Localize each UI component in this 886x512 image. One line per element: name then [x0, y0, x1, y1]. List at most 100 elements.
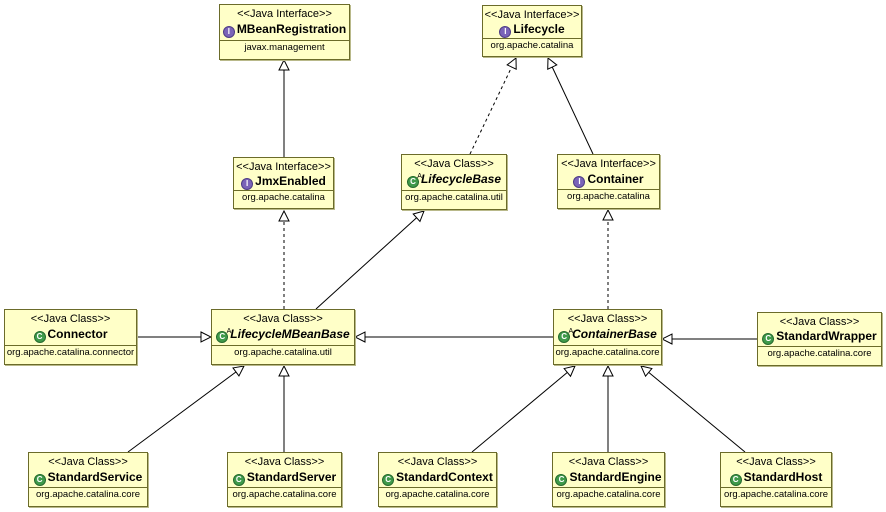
name-row: C StandardEngine [553, 470, 664, 486]
package-label: org.apache.catalina.core [35, 489, 141, 500]
generalization-arrow-standardservice-to-lifecyclembeanbase [127, 366, 244, 453]
class-name: ContainerBase [572, 327, 657, 341]
package-label: org.apache.catalina.core [723, 489, 829, 500]
abstract-mark: A [226, 328, 232, 335]
generalization-arrow-lifecyclembeanbase-to-lifecyclebase [315, 211, 424, 310]
compartment-divider [5, 345, 136, 346]
class-icon: C [382, 474, 395, 486]
package-label: org.apache.catalina.util [234, 347, 332, 358]
icon-letter: C [385, 475, 392, 484]
icon-letter: C [765, 334, 772, 343]
class-name: Lifecycle [513, 22, 565, 36]
stereotype-label: <<Java Interface>> [484, 9, 580, 21]
class-icon: C [555, 474, 568, 486]
generalization-arrow-container-to-lifecycle [548, 58, 594, 155]
node-jmxenabled[interactable]: <<Java Interface>> I JmxEnabled org.apache.… [233, 157, 334, 209]
class-name: Connector [47, 327, 108, 341]
icon-letter: C [235, 475, 242, 484]
name-row: C StandardWrapper [758, 329, 881, 345]
package-label: org.apache.catalina [490, 40, 574, 51]
node-connector[interactable]: <<Java Class>> C Connector org.apache.catal… [4, 309, 137, 365]
stereotype-label: <<Java Class>> [48, 456, 128, 468]
abstract-mark: A [568, 328, 574, 335]
icon-letter: I [246, 179, 249, 188]
stereotype-label: <<Java Class>> [244, 456, 325, 468]
icon-letter: C [561, 332, 568, 341]
package-label: org.apache.catalina.core [232, 489, 337, 500]
class-icon: C [762, 333, 775, 345]
generalization-arrow-standardhost-to-containerbase [641, 366, 746, 453]
class-icon: C [232, 474, 245, 486]
stereotype-label: <<Java Class>> [397, 456, 478, 468]
compartment-divider [29, 487, 147, 488]
interface-icon: I [241, 178, 254, 190]
class-name: StandardEngine [569, 470, 662, 484]
icon-letter: C [558, 475, 565, 484]
name-row: C StandardServer [228, 470, 341, 486]
compartment-divider [553, 487, 664, 488]
name-row: I MBeanRegistration [220, 22, 349, 38]
realization-arrow-lifecyclebase-to-lifecycle [469, 58, 516, 155]
package-label: org.apache.catalina.core [767, 348, 872, 359]
icon-letter: C [36, 332, 43, 341]
class-name: StandardHost [743, 470, 823, 484]
icon-letter: C [732, 475, 739, 484]
name-row: C Connector [5, 327, 136, 343]
package-label: org.apache.catalina.connector [6, 347, 135, 358]
stereotype-label: <<Java Interface>> [561, 158, 656, 170]
package-label: org.apache.catalina.util [405, 192, 503, 203]
class-name: MBeanRegistration [236, 22, 347, 36]
class-name: LifecycleMBeanBase [230, 327, 350, 341]
package-label: org.apache.catalina.core [385, 489, 490, 500]
generalization-arrow-standardcontext-to-containerbase [471, 366, 575, 453]
class-name: StandardWrapper [776, 329, 877, 343]
icon-letter: I [227, 27, 230, 36]
package-label: org.apache.catalina.core [555, 347, 660, 358]
package-label: org.apache.catalina [567, 191, 650, 202]
stereotype-label: <<Java Class>> [568, 456, 649, 468]
stereotype-label: <<Java Class>> [736, 456, 816, 468]
icon-letter: I [578, 177, 581, 186]
compartment-divider [228, 487, 341, 488]
class-name: LifecycleBase [420, 172, 502, 186]
stereotype-label: <<Java Interface>> [237, 8, 332, 20]
compartment-divider [558, 189, 659, 190]
compartment-divider [483, 38, 581, 39]
name-row: C StandardHost [721, 470, 831, 486]
name-row: I JmxEnabled [234, 174, 333, 190]
compartment-divider [234, 190, 333, 191]
compartment-divider [554, 345, 661, 346]
stereotype-label: <<Java Class>> [243, 313, 323, 325]
class-name: Container [587, 172, 644, 186]
compartment-divider [379, 487, 496, 488]
class-name: StandardServer [246, 470, 337, 484]
package-label: org.apache.catalina [242, 192, 325, 203]
class-icon: C [33, 331, 46, 343]
node-container[interactable]: <<Java Interface>> I Container org.apache.c… [557, 154, 660, 209]
compartment-divider [721, 487, 831, 488]
stereotype-label: <<Java Class>> [30, 313, 111, 325]
node-standardhost[interactable]: <<Java Class>> C StandardHost org.apache.ca… [720, 452, 832, 507]
node-standardserver[interactable]: <<Java Class>>C StandardServer org.apache.… [227, 452, 342, 507]
class-name: JmxEnabled [255, 174, 326, 188]
compartment-divider [220, 40, 349, 41]
stereotype-label: <<Java Interface>> [236, 161, 331, 173]
